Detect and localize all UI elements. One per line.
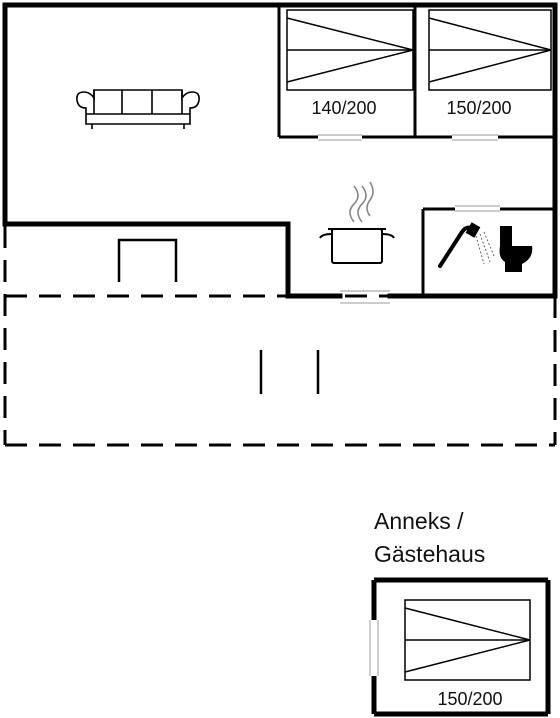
bed-size-label: 150/200 <box>437 689 502 709</box>
bed-size-label: 140/200 <box>311 98 376 118</box>
shower-icon <box>438 222 495 268</box>
steam-icon <box>349 181 374 223</box>
annex-title-line2: Gästehaus <box>374 541 485 567</box>
cooking-pot-icon <box>319 228 395 264</box>
bed-icon <box>404 599 531 681</box>
door-openings <box>318 134 500 304</box>
stove-outline <box>117 238 178 282</box>
terrace-posts <box>259 350 320 394</box>
bed-size-label: 150/200 <box>446 98 511 118</box>
bed-icon <box>428 9 552 91</box>
terrace-outline <box>3 226 557 447</box>
sofa-icon <box>76 89 200 129</box>
bed-icon <box>286 9 414 91</box>
annex-walls <box>371 577 551 717</box>
annex-title-line1: Anneks / <box>374 508 464 534</box>
annex-door-opening <box>369 620 379 676</box>
toilet-icon <box>499 226 533 272</box>
interior-walls <box>277 5 555 296</box>
